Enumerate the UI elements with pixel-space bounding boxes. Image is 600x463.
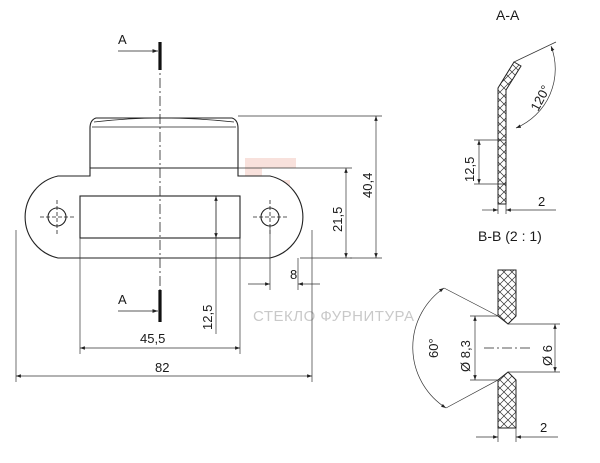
section-bb-upper-part — [497, 269, 517, 325]
dimension-40-4-label: 40,4 — [360, 173, 375, 198]
dimension-total-height: 40,4 — [238, 115, 382, 259]
angle-120-label: 120° — [527, 83, 553, 114]
angle-60-arc — [412, 287, 447, 409]
dimension-slot-width: 45,5 — [79, 238, 241, 354]
dimension-12-5-label: 12,5 — [200, 305, 215, 330]
dimension-45-5-label: 45,5 — [140, 331, 165, 346]
dimension-21-5-label: 21,5 — [330, 207, 345, 232]
left-mounting-hole — [47, 207, 67, 227]
dimension-8-label: 8 — [290, 267, 297, 282]
section-label-top: A — [118, 32, 127, 47]
main-view: A A 82 45,5 12,5 8 — [15, 32, 382, 382]
section-bb-thickness-label: 2 — [540, 420, 547, 435]
dimension-overall-width: 82 — [15, 230, 313, 382]
top-cap-outline — [89, 117, 239, 168]
dimension-82-label: 82 — [155, 360, 169, 375]
section-aa-title: A-A — [496, 7, 520, 23]
section-aa-profile — [497, 61, 522, 205]
dimension-slot-height: 12,5 — [200, 196, 218, 334]
dimension-mid-height: 21,5 — [238, 167, 352, 259]
section-bb-lower-part — [497, 371, 517, 429]
diameter-8-3-label: Ø 8,3 — [458, 340, 473, 372]
section-aa-height-label: 12,5 — [462, 157, 477, 182]
cap-edge-line — [93, 117, 235, 123]
diameter-6-label: Ø 6 — [540, 345, 555, 366]
section-bb-title: B-B (2 : 1) — [478, 228, 542, 244]
angle-60-label: 60° — [426, 338, 441, 358]
watermark-text: СТЕКЛО ФУРНИТУРА — [253, 308, 415, 325]
angle-120-arc — [515, 45, 556, 129]
section-bb: B-B (2 : 1) 60° Ø 8,3 Ø 6 2 — [412, 228, 560, 442]
section-label-bottom: A — [118, 292, 127, 307]
section-aa-thickness-label: 2 — [538, 194, 545, 209]
dimension-hole-offset: 8 — [248, 226, 320, 290]
section-aa: A-A 120° 12,5 2 — [462, 7, 557, 214]
right-mounting-hole — [260, 207, 280, 227]
